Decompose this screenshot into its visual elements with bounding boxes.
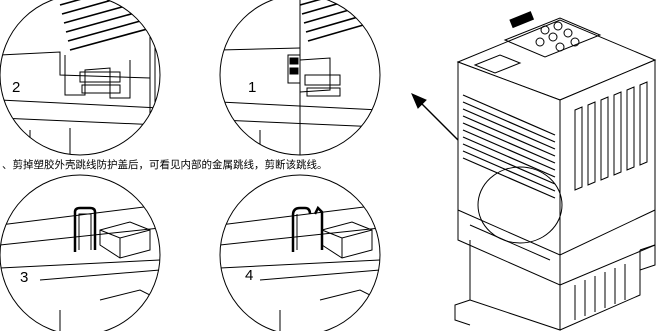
detail-circle-3: 3	[0, 174, 161, 331]
detail-circle-1: 1	[219, 0, 381, 156]
step-number-1: 1	[248, 79, 256, 96]
detail-circle-2: 2	[0, 0, 161, 156]
detail-circle-4: 4	[219, 174, 381, 331]
metal-jumper-cut	[291, 206, 312, 252]
vent-slats	[59, 0, 160, 51]
vent-slats	[299, 0, 380, 42]
keypad	[503, 17, 602, 58]
instruction-caption: 、剪掉塑胶外壳跳线防护盖后，可看见内部的金属跳线，剪断该跳线。	[2, 159, 328, 171]
inverter-unit	[454, 11, 657, 331]
step-number-3: 3	[20, 269, 28, 286]
step-number-2: 2	[12, 79, 20, 96]
step-number-4: 4	[245, 267, 253, 284]
metal-jumper-intact	[73, 206, 97, 252]
